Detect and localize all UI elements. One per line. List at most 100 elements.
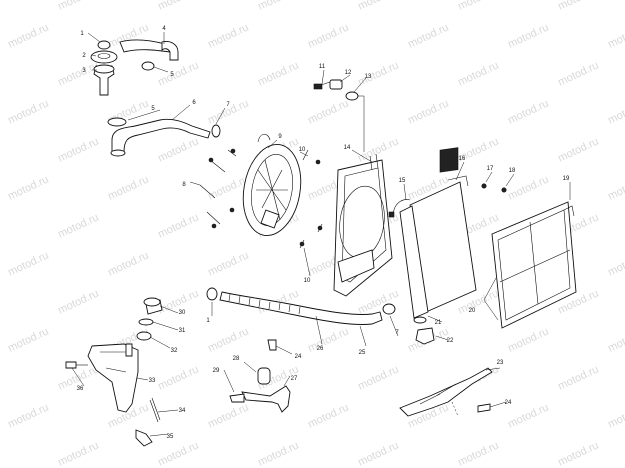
support-bracket-part	[399, 367, 493, 417]
hose-clamp-7-part	[211, 124, 221, 138]
coolant-reservoir-assembly	[65, 297, 163, 447]
callout-number: 2	[82, 53, 86, 59]
radiator-cap-assembly	[90, 39, 179, 127]
callout-number: 17	[487, 166, 494, 172]
callout-number: 22	[447, 338, 454, 344]
watermark-text: motod.ru	[606, 325, 625, 354]
callout-number: 16	[459, 156, 466, 162]
leader-lines	[71, 32, 571, 437]
watermark-text: motod.ru	[506, 97, 550, 126]
callout-number: 3	[82, 68, 86, 74]
watermark-text: motod.ru	[356, 59, 400, 88]
watermark-text: motod.ru	[606, 97, 625, 126]
watermark-text: motod.ru	[306, 97, 350, 126]
watermark-text: motod.ru	[206, 401, 250, 430]
callout-number: 26	[317, 346, 324, 352]
watermark-text: motod.ru	[0, 0, 1, 13]
watermark-text: motod.ru	[456, 59, 500, 88]
hose-elbow-part	[161, 41, 179, 61]
callout-number: 15	[399, 178, 406, 184]
callout-number: 9	[278, 134, 282, 140]
watermark-text: motod.ru	[456, 439, 500, 468]
watermark-text: motod.ru	[6, 173, 50, 202]
callout-number: 27	[291, 376, 298, 382]
pressure-cap-part	[90, 50, 118, 64]
watermark-text: motod.ru	[156, 211, 200, 240]
fan-brackets	[199, 148, 237, 229]
watermark-text: motod.ru	[556, 439, 600, 468]
watermark-text: motod.ru	[206, 325, 250, 354]
callout-number: 7	[226, 102, 230, 108]
watermark-text: motod.ru	[306, 21, 350, 50]
watermark-text: motod.ru	[6, 325, 50, 354]
watermark-text: motod.ru	[56, 439, 100, 468]
callout-number: 24	[295, 354, 302, 360]
callout-number: 34	[179, 408, 186, 414]
watermark-text: motod.ru	[6, 401, 50, 430]
watermark-text: motod.ru	[106, 173, 150, 202]
watermark-text: motod.ru	[156, 59, 200, 88]
callout-number: 23	[497, 360, 504, 366]
watermark-text: motod.ru	[0, 363, 1, 392]
upper-hose-assembly	[110, 118, 221, 157]
callout-number: 25	[359, 350, 366, 356]
watermark-text: motod.ru	[0, 439, 1, 468]
watermark-text: motod.ru	[556, 135, 600, 164]
callout-number: 12	[345, 70, 352, 76]
watermark-text: motod.ru	[106, 249, 150, 278]
watermark-text: motod.ru	[606, 21, 625, 50]
fan-wire-part	[388, 199, 411, 218]
watermark-text: motod.ru	[6, 97, 50, 126]
watermark-text: motod.ru	[506, 401, 550, 430]
watermark-text: motod.ru	[6, 249, 50, 278]
watermark-text: motod.ru	[406, 97, 450, 126]
watermark-text: motod.ru	[356, 0, 400, 13]
mounting-bracket-27	[229, 339, 291, 413]
cooling-fan-part	[242, 133, 302, 237]
watermark-text: motod.ru	[256, 0, 300, 13]
callout-number: 5	[151, 106, 155, 112]
radiator-core-part	[399, 147, 477, 324]
watermark-text: motod.ru	[156, 439, 200, 468]
watermark-text: motod.ru	[556, 363, 600, 392]
callout-number: 6	[192, 100, 196, 106]
watermark-text: motod.ru	[506, 21, 550, 50]
watermark-text: motod.ru	[606, 173, 625, 202]
watermark-text: motod.ru	[356, 363, 400, 392]
watermark-text: motod.ru	[156, 363, 200, 392]
watermark-text: motod.ru	[506, 173, 550, 202]
watermark-text: motod.ru	[306, 325, 350, 354]
watermark-text: motod.ru	[556, 0, 600, 13]
callout-number: 36	[77, 386, 84, 392]
watermark-text: motod.ru	[56, 211, 100, 240]
watermark-text: motod.ru	[0, 211, 1, 240]
callout-number: 20	[469, 308, 476, 314]
watermark-text: motod.ru	[56, 287, 100, 316]
callout-number: 18	[509, 168, 516, 174]
callout-number: 31	[179, 328, 186, 334]
radiator-screen-part	[491, 201, 577, 329]
callout-number: 28	[233, 356, 240, 362]
callout-number: 14	[344, 145, 351, 151]
callout-number: 11	[319, 64, 326, 70]
callout-number: 21	[435, 320, 442, 326]
watermark-text: motod.ru	[0, 135, 1, 164]
callout-number: 33	[149, 378, 156, 384]
callout-number: 8	[182, 182, 186, 188]
hose-clamp-part	[141, 61, 155, 71]
callout-number: 29	[213, 368, 220, 374]
watermark-text: motod.ru	[356, 439, 400, 468]
watermark-text: motod.ru	[256, 439, 300, 468]
upper-radiator-hose-part	[111, 118, 211, 153]
callout-number: 5	[170, 72, 174, 78]
watermark-text: motod.ru	[0, 287, 1, 316]
callout-number: 1	[206, 318, 210, 324]
drain-valve-part	[415, 327, 435, 345]
temperature-sensor-part	[313, 79, 365, 152]
watermark-text: motod.ru	[56, 135, 100, 164]
screws-17-18	[481, 183, 507, 193]
watermark-text: motod.ru	[356, 135, 400, 164]
